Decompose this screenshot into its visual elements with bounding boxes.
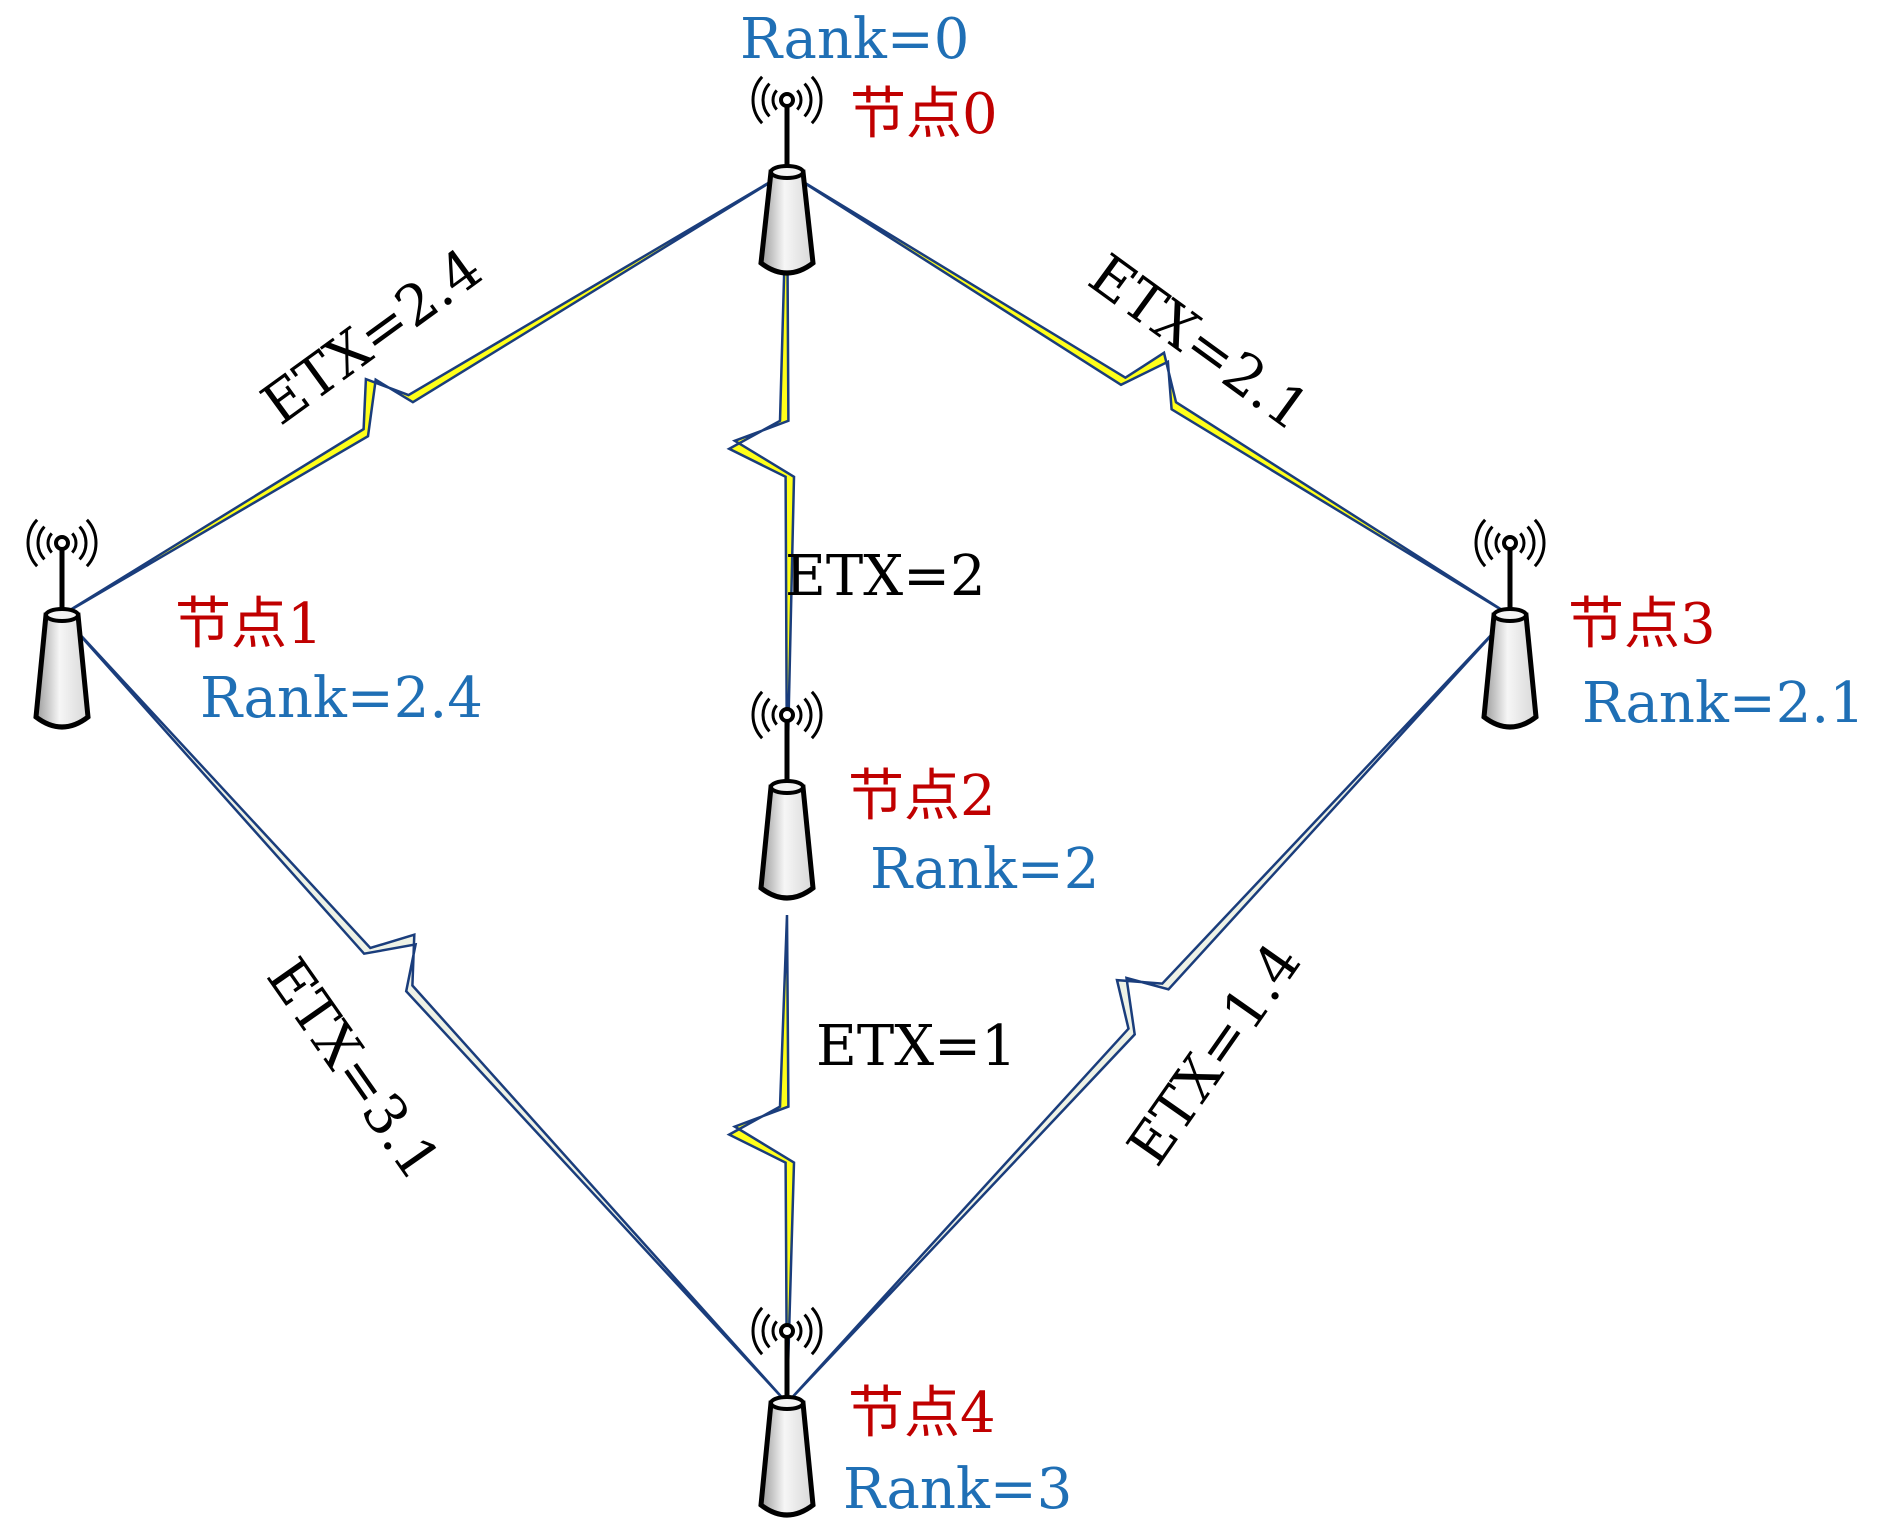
nodes-layer bbox=[26, 75, 1546, 1518]
labels-layer: Rank=0 节点0 节点1 Rank=2.4 节点2 Rank=2 节点3 R… bbox=[175, 7, 1865, 1522]
link-3-4-etx-label: ETX=1.4 bbox=[1115, 932, 1314, 1177]
link-2-4-etx-label: ETX=1 bbox=[816, 1014, 1017, 1079]
node3-name-label: 节点3 bbox=[1568, 592, 1716, 657]
node2-antenna-icon bbox=[751, 690, 823, 901]
node1-name-label: 节点1 bbox=[175, 592, 323, 657]
node0-antenna-icon bbox=[751, 75, 823, 276]
link-node3-node4-bolt bbox=[786, 614, 1511, 1404]
node4-antenna-icon bbox=[751, 1306, 823, 1518]
node0-name-label: 节点0 bbox=[850, 82, 998, 147]
links-layer bbox=[61, 170, 1511, 1404]
node0-rank-label: Rank=0 bbox=[740, 7, 969, 72]
link-node1-node4-bolt bbox=[61, 614, 788, 1404]
link-0-3-etx-label: ETX=2.1 bbox=[1077, 242, 1321, 444]
link-0-2-etx-label: ETX=2 bbox=[785, 544, 986, 609]
node1-antenna-icon bbox=[26, 518, 98, 730]
node3-rank-label: Rank=2.1 bbox=[1582, 671, 1865, 736]
node4-name-label: 节点4 bbox=[848, 1381, 996, 1446]
node2-name-label: 节点2 bbox=[848, 764, 996, 829]
link-node0-node1-bolt bbox=[61, 170, 788, 617]
node1-rank-label: Rank=2.4 bbox=[200, 666, 483, 731]
node3-antenna-icon bbox=[1474, 518, 1546, 730]
link-1-4-etx-label: ETX=3.1 bbox=[254, 947, 453, 1192]
node2-rank-label: Rank=2 bbox=[870, 837, 1099, 902]
node4-rank-label: Rank=3 bbox=[843, 1457, 1072, 1522]
